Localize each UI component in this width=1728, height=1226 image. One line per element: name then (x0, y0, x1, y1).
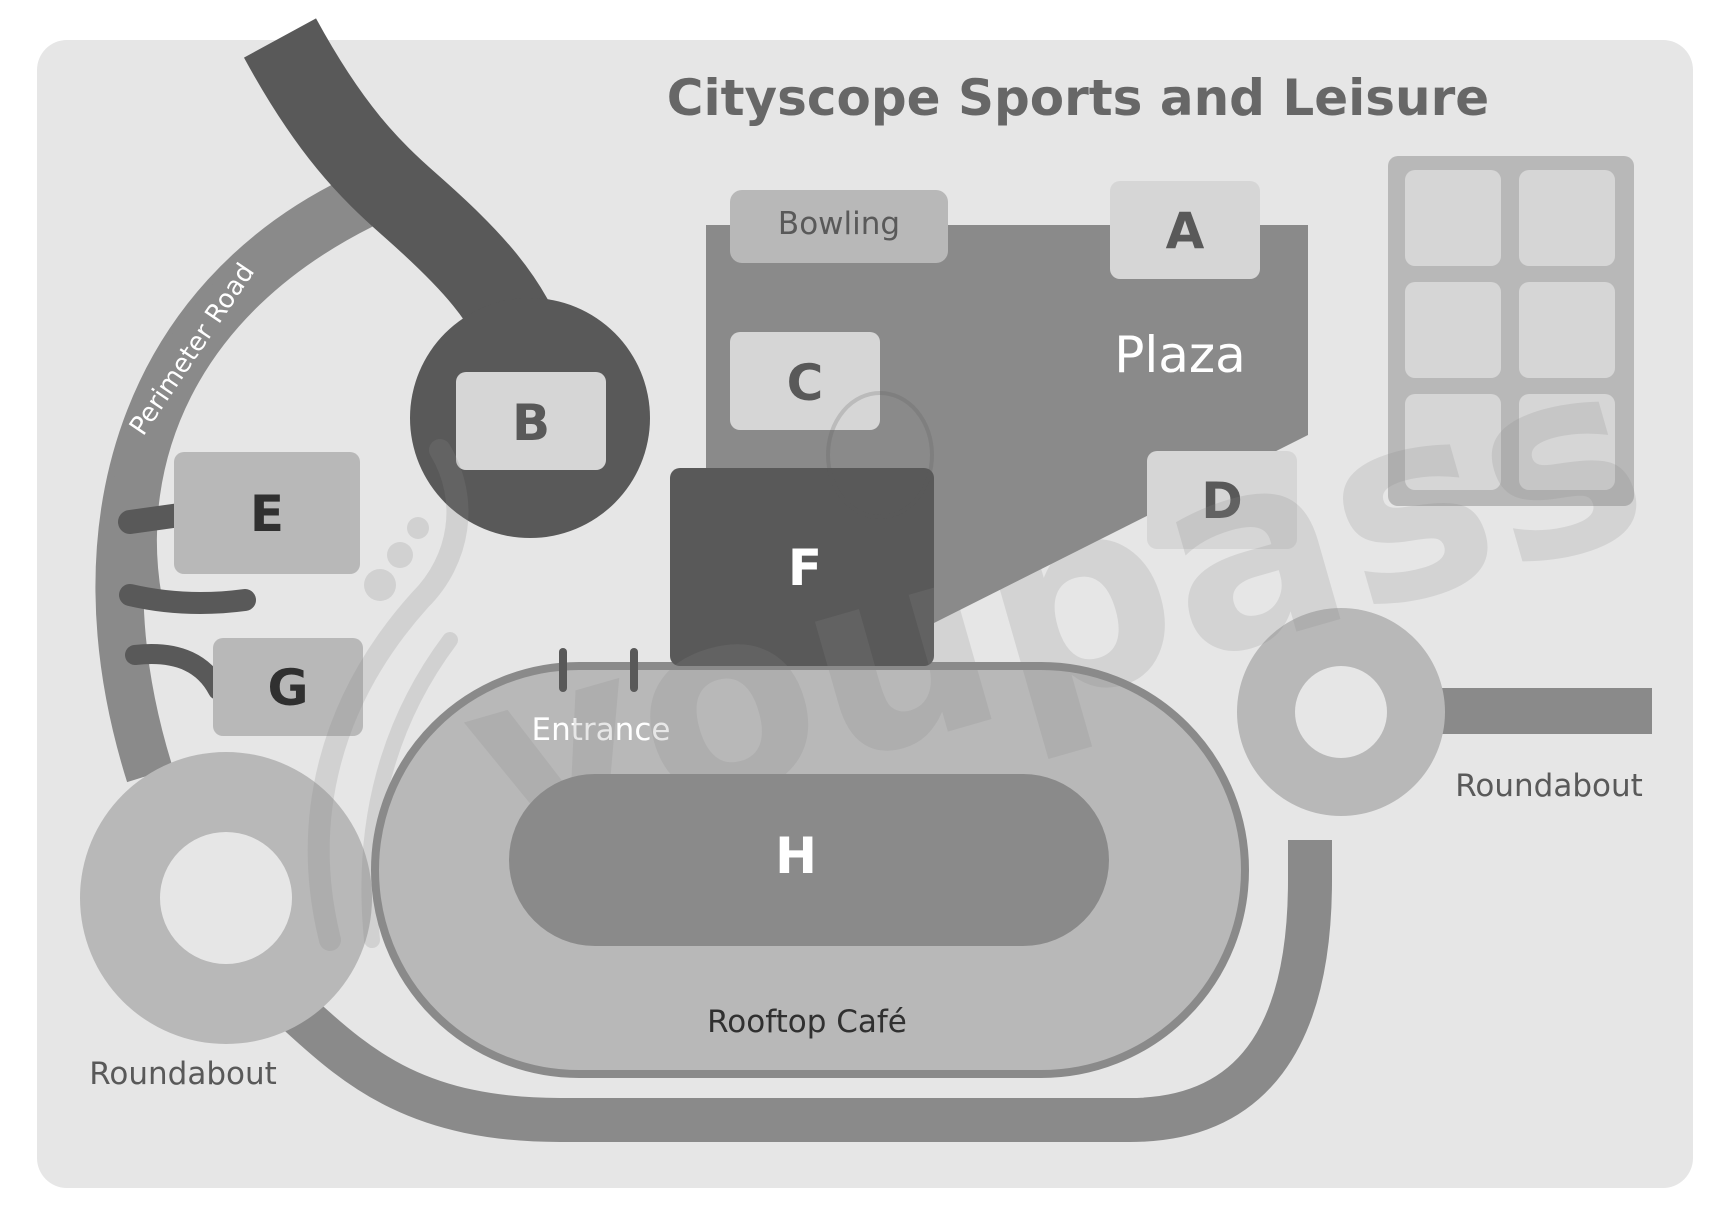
grid-cell (1519, 394, 1615, 490)
building-b (456, 372, 606, 470)
building-c (730, 332, 880, 430)
bowling-box (730, 190, 948, 263)
building-d (1147, 451, 1297, 549)
grid-cell (1519, 170, 1615, 266)
entrance-label: Entrance (532, 712, 671, 748)
watermark-logo (307, 391, 934, 951)
building-f (670, 468, 934, 666)
building-a-label: A (1166, 202, 1205, 260)
building-e (174, 452, 360, 574)
grid-cell (1405, 394, 1501, 490)
grid-cell (1519, 282, 1615, 378)
building-e-label: E (250, 485, 284, 543)
building-g-label: G (267, 659, 308, 717)
bowling-label: Bowling (778, 206, 900, 242)
roundabout-left-label: Roundabout (89, 1056, 277, 1092)
roundabout-left-centre (160, 832, 292, 964)
bottom-road (285, 840, 1332, 1142)
map-title: Cityscope Sports and Leisure (667, 69, 1489, 127)
grid-cell (1405, 170, 1501, 266)
building-d-label: D (1201, 472, 1243, 530)
building-f-label: F (788, 539, 822, 597)
building-h-label: H (775, 827, 817, 885)
roundabout-right-label: Roundabout (1455, 768, 1643, 804)
roundabout-right-centre (1295, 666, 1387, 758)
east-road (1430, 688, 1652, 734)
building-g (213, 638, 363, 736)
plaza-label: Plaza (1114, 326, 1246, 384)
building-b-label: B (512, 394, 550, 452)
building-h (509, 774, 1109, 946)
spur-road-mid (119, 584, 256, 614)
building-a (1110, 181, 1260, 279)
grid-cell (1405, 282, 1501, 378)
spur-road-e (118, 503, 192, 534)
rooftop-cafe-label: Rooftop Café (707, 1004, 907, 1040)
building-c-label: C (787, 354, 824, 412)
